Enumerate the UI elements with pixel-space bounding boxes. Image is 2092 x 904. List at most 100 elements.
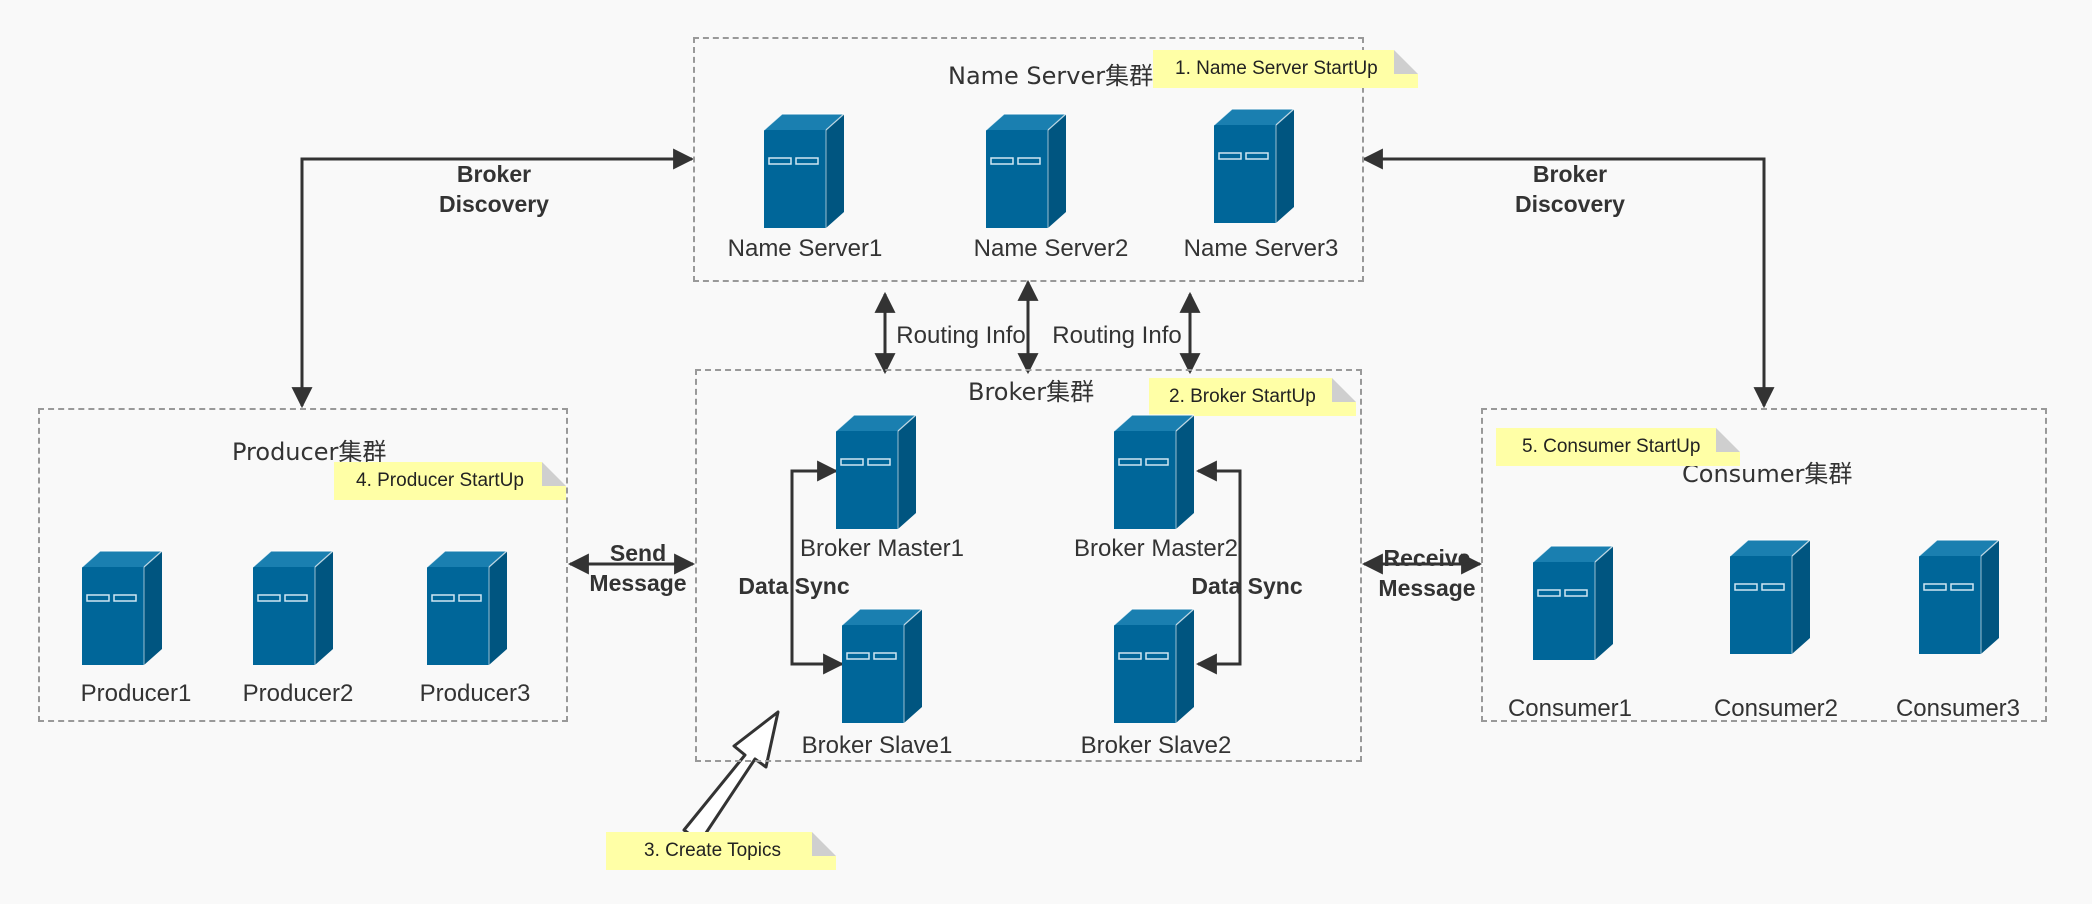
server-front-face [764,130,826,228]
server-edge-highlight [897,414,917,432]
broker-slave1-icon [840,607,924,725]
server-side-face [1176,415,1194,529]
consumer2-icon [1728,538,1812,656]
server-front-face [1919,556,1981,654]
name-server-cluster-box [693,37,1364,282]
server-side-face [1048,114,1066,228]
server-top-face [986,114,1066,130]
broker-discovery-left-line1: Broker [456,161,532,187]
server-edge-highlight [1918,539,1999,557]
broker-discovery-right-line2: Discovery [1515,191,1625,217]
server-front-face [842,625,904,723]
server-side-face [315,551,333,665]
broker-slave2-label: Broker Slave2 [1080,732,1232,759]
server-top-face [253,551,333,567]
server-edge-highlight [763,113,844,131]
server-drive-slot [1761,583,1785,591]
broker-cluster-title: Broker集群 [968,378,1095,406]
server-side-face [826,114,844,228]
data-sync-left-edge [790,460,845,675]
producer2-icon [251,549,335,667]
server-drive-slot [284,594,308,602]
send-message-label: Send Message [589,538,686,598]
data-sync-right-edge [1195,460,1242,675]
consumer-cluster-box [1481,408,2047,722]
note-consumer-startup: 5. Consumer StartUp [1496,428,1740,466]
server-side-face [1176,609,1194,723]
server-drive-slot [1734,583,1758,591]
producer3-label: Producer3 [419,680,531,707]
server-drive-slot [1245,152,1269,160]
server-side-face [898,415,916,529]
server-top-face [1919,540,1999,556]
server-drive-slot [990,157,1014,165]
server-top-face [764,114,844,130]
server-top-face [1114,415,1194,431]
server-front-face [1533,562,1595,660]
server-drive-slot [86,594,110,602]
server-edge-highlight [1175,414,1195,432]
server-edge-highlight [143,550,163,568]
server-edge-highlight [1113,414,1194,432]
send-message-line1: Send [609,540,667,566]
producer2-label: Producer2 [242,680,354,707]
server-side-face [1595,546,1613,660]
server-edge-highlight [1729,539,1810,557]
server-front-face [1214,125,1276,223]
server-edge-highlight [841,608,922,626]
consumer1-icon [1531,544,1615,662]
consumer1-label: Consumer1 [1507,695,1633,722]
server-top-face [1533,546,1613,562]
server-front-face [836,431,898,529]
server-top-face [1214,109,1294,125]
receive-message-line2: Message [1378,575,1476,601]
server-front-face [253,567,315,665]
producer1-icon [80,549,164,667]
producer1-label: Producer1 [80,680,192,707]
server-edge-highlight [1175,608,1195,626]
server-side-face [1276,109,1294,223]
broker-master2-label: Broker Master2 [1073,535,1239,562]
server-edge-highlight [1113,608,1194,626]
name-server2-icon [984,112,1068,230]
server-drive-slot [257,594,281,602]
server-side-face [144,551,162,665]
consumer3-label: Consumer3 [1895,695,2021,722]
server-top-face [842,609,922,625]
receive-message-line1: Receive [1383,545,1471,571]
server-edge-highlight [426,550,507,568]
server-top-face [1730,540,1810,556]
broker-discovery-left-label: Broker Discovery [439,159,549,219]
routing-info-label-2: Routing Info [1052,322,1182,349]
server-edge-highlight [1791,539,1811,557]
server-edge-highlight [1532,545,1613,563]
server-drive-slot [1145,458,1169,466]
server-front-face [1730,556,1792,654]
server-drive-slot [458,594,482,602]
server-top-face [1114,609,1194,625]
server-drive-slot [1218,152,1242,160]
server-drive-slot [1118,458,1142,466]
server-edge-highlight [314,550,334,568]
server-drive-slot [1950,583,1974,591]
broker-master1-icon [834,413,918,531]
create-topics-hollow-arrow [682,710,780,844]
server-edge-highlight [1980,539,2000,557]
producer-cluster-title: Producer集群 [232,438,387,466]
data-sync-left-label: Data Sync [738,573,850,599]
note-create-topics: 3. Create Topics [606,832,836,870]
server-edge-highlight [903,608,923,626]
consumer3-icon [1917,538,2001,656]
broker-cluster-box [695,369,1362,762]
server-edge-highlight [825,113,845,131]
server-edge-highlight [1047,113,1067,131]
server-drive-slot [1145,652,1169,660]
note-broker-startup: 2. Broker StartUp [1149,378,1356,416]
server-edge-highlight [1275,108,1295,126]
server-drive-slot [1118,652,1142,660]
server-top-face [836,415,916,431]
server-drive-slot [113,594,137,602]
server-drive-slot [867,458,891,466]
